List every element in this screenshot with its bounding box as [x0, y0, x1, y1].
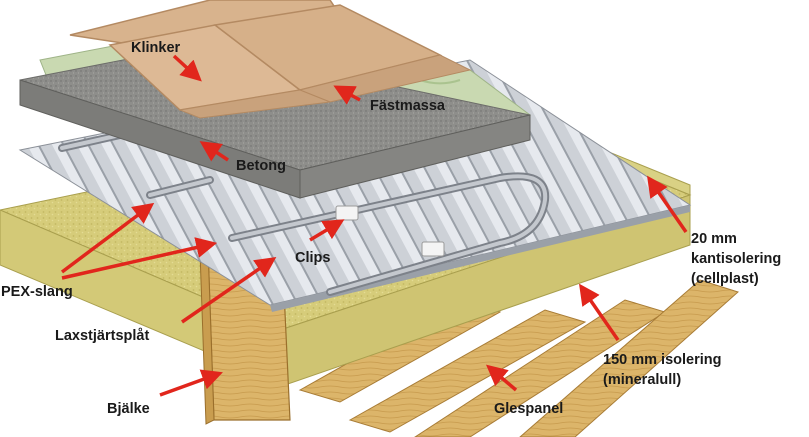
text-labels: Klinker Fästmassa Betong Clips PEX-slang… [1, 40, 781, 417]
arrow-kantisolering [647, 175, 688, 233]
label-laxstjartsplat: Laxstjärtsplåt [55, 328, 149, 344]
arrow-pex-slang-1 [60, 202, 155, 274]
arrow-isolering [579, 283, 620, 341]
label-pex-slang: PEX-slang [1, 284, 73, 300]
label-clips: Clips [295, 250, 330, 266]
klinker-tiles [69, 0, 472, 119]
label-betong: Betong [236, 158, 286, 174]
label-isolering-line1: 150 mm isolering [603, 352, 721, 368]
label-bjalke: Bjälke [107, 401, 150, 417]
arrow-klinker [172, 54, 202, 82]
arrow-glespanel [485, 364, 518, 392]
arrow-laxstjartsplat [181, 257, 277, 324]
arrow-pex-slang-2 [61, 237, 218, 280]
label-isolering-line2: (mineralull) [603, 372, 681, 388]
label-klinker: Klinker [131, 40, 181, 56]
label-kantisolering-line1: 20 mm [691, 231, 737, 247]
arrow-betong [199, 141, 229, 162]
label-fastmassa: Fästmassa [370, 98, 446, 114]
arrow-fastmassa [333, 85, 361, 105]
label-glespanel: Glespanel [494, 401, 563, 417]
arrow-bjalke [159, 369, 223, 397]
arrow-clips [309, 219, 345, 242]
label-kantisolering-line3: (cellplast) [691, 271, 759, 287]
clips [335, 205, 445, 257]
label-arrows [60, 54, 688, 397]
pex-pipe [58, 131, 550, 296]
label-kantisolering-line2: kantisolering [691, 251, 781, 267]
